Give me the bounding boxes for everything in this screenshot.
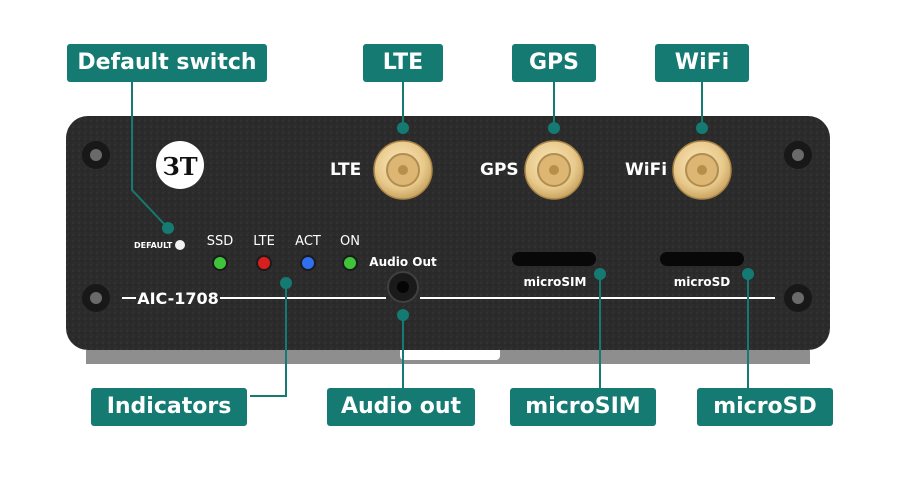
callout-wifi-text: WiFi (674, 50, 730, 75)
microsd-slot-label: microSD (674, 275, 731, 289)
callout-microsim-text: microSIM (525, 394, 641, 419)
callout-audio-out-text: Audio out (340, 394, 462, 419)
screw-icon (82, 284, 110, 312)
audio-out-label: Audio Out (369, 255, 437, 269)
callout-indicators-text: Indicators (106, 394, 232, 419)
screw-icon (784, 284, 812, 312)
callout-lte-text: LTE (382, 50, 424, 75)
default-switch[interactable] (175, 240, 185, 250)
gps-connector-label: GPS (480, 160, 519, 180)
callout-default-switch: Default switch (67, 44, 267, 82)
led-label-on: ON (340, 234, 360, 249)
front-panel (66, 116, 830, 350)
led-label-ssd: SSD (207, 234, 234, 249)
led-indicators: SSD LTE ACT ON (207, 234, 360, 271)
screw-icon (784, 141, 812, 169)
led-label-act: ACT (295, 234, 321, 249)
microsim-slot[interactable] (512, 252, 596, 266)
default-label: DEFAULT (134, 241, 173, 250)
callout-gps: GPS (512, 44, 596, 82)
callout-microsim: microSIM (510, 388, 656, 426)
wifi-connector[interactable] (672, 140, 732, 200)
model-name: AIC-1708 (137, 289, 219, 308)
callout-audio-out: Audio out (327, 388, 475, 426)
brand-logo: ЗТ (156, 141, 204, 189)
led-act (300, 255, 316, 271)
callout-wifi: WiFi (655, 44, 749, 82)
callout-default-switch-text: Default switch (77, 50, 257, 75)
led-ssd (212, 255, 228, 271)
callout-indicators: Indicators (91, 388, 247, 426)
audio-jack[interactable] (387, 271, 419, 303)
gps-connector[interactable] (524, 140, 584, 200)
leader-dots (162, 122, 754, 321)
microsim-slot-label: microSIM (524, 275, 587, 289)
callout-microsd-text: microSD (713, 394, 817, 419)
svg-text:ЗТ: ЗТ (162, 152, 197, 181)
lte-connector[interactable] (373, 140, 433, 200)
led-label-lte: LTE (253, 234, 275, 249)
lte-connector-label: LTE (330, 160, 361, 180)
callout-microsd: microSD (697, 388, 833, 426)
led-lte (256, 255, 272, 271)
led-on (342, 255, 358, 271)
screw-icon (82, 141, 110, 169)
callout-lte: LTE (363, 44, 443, 82)
callout-gps-text: GPS (528, 50, 580, 75)
leader-lines (131, 82, 749, 397)
microsd-slot[interactable] (660, 252, 744, 266)
wifi-connector-label: WiFi (625, 160, 667, 180)
